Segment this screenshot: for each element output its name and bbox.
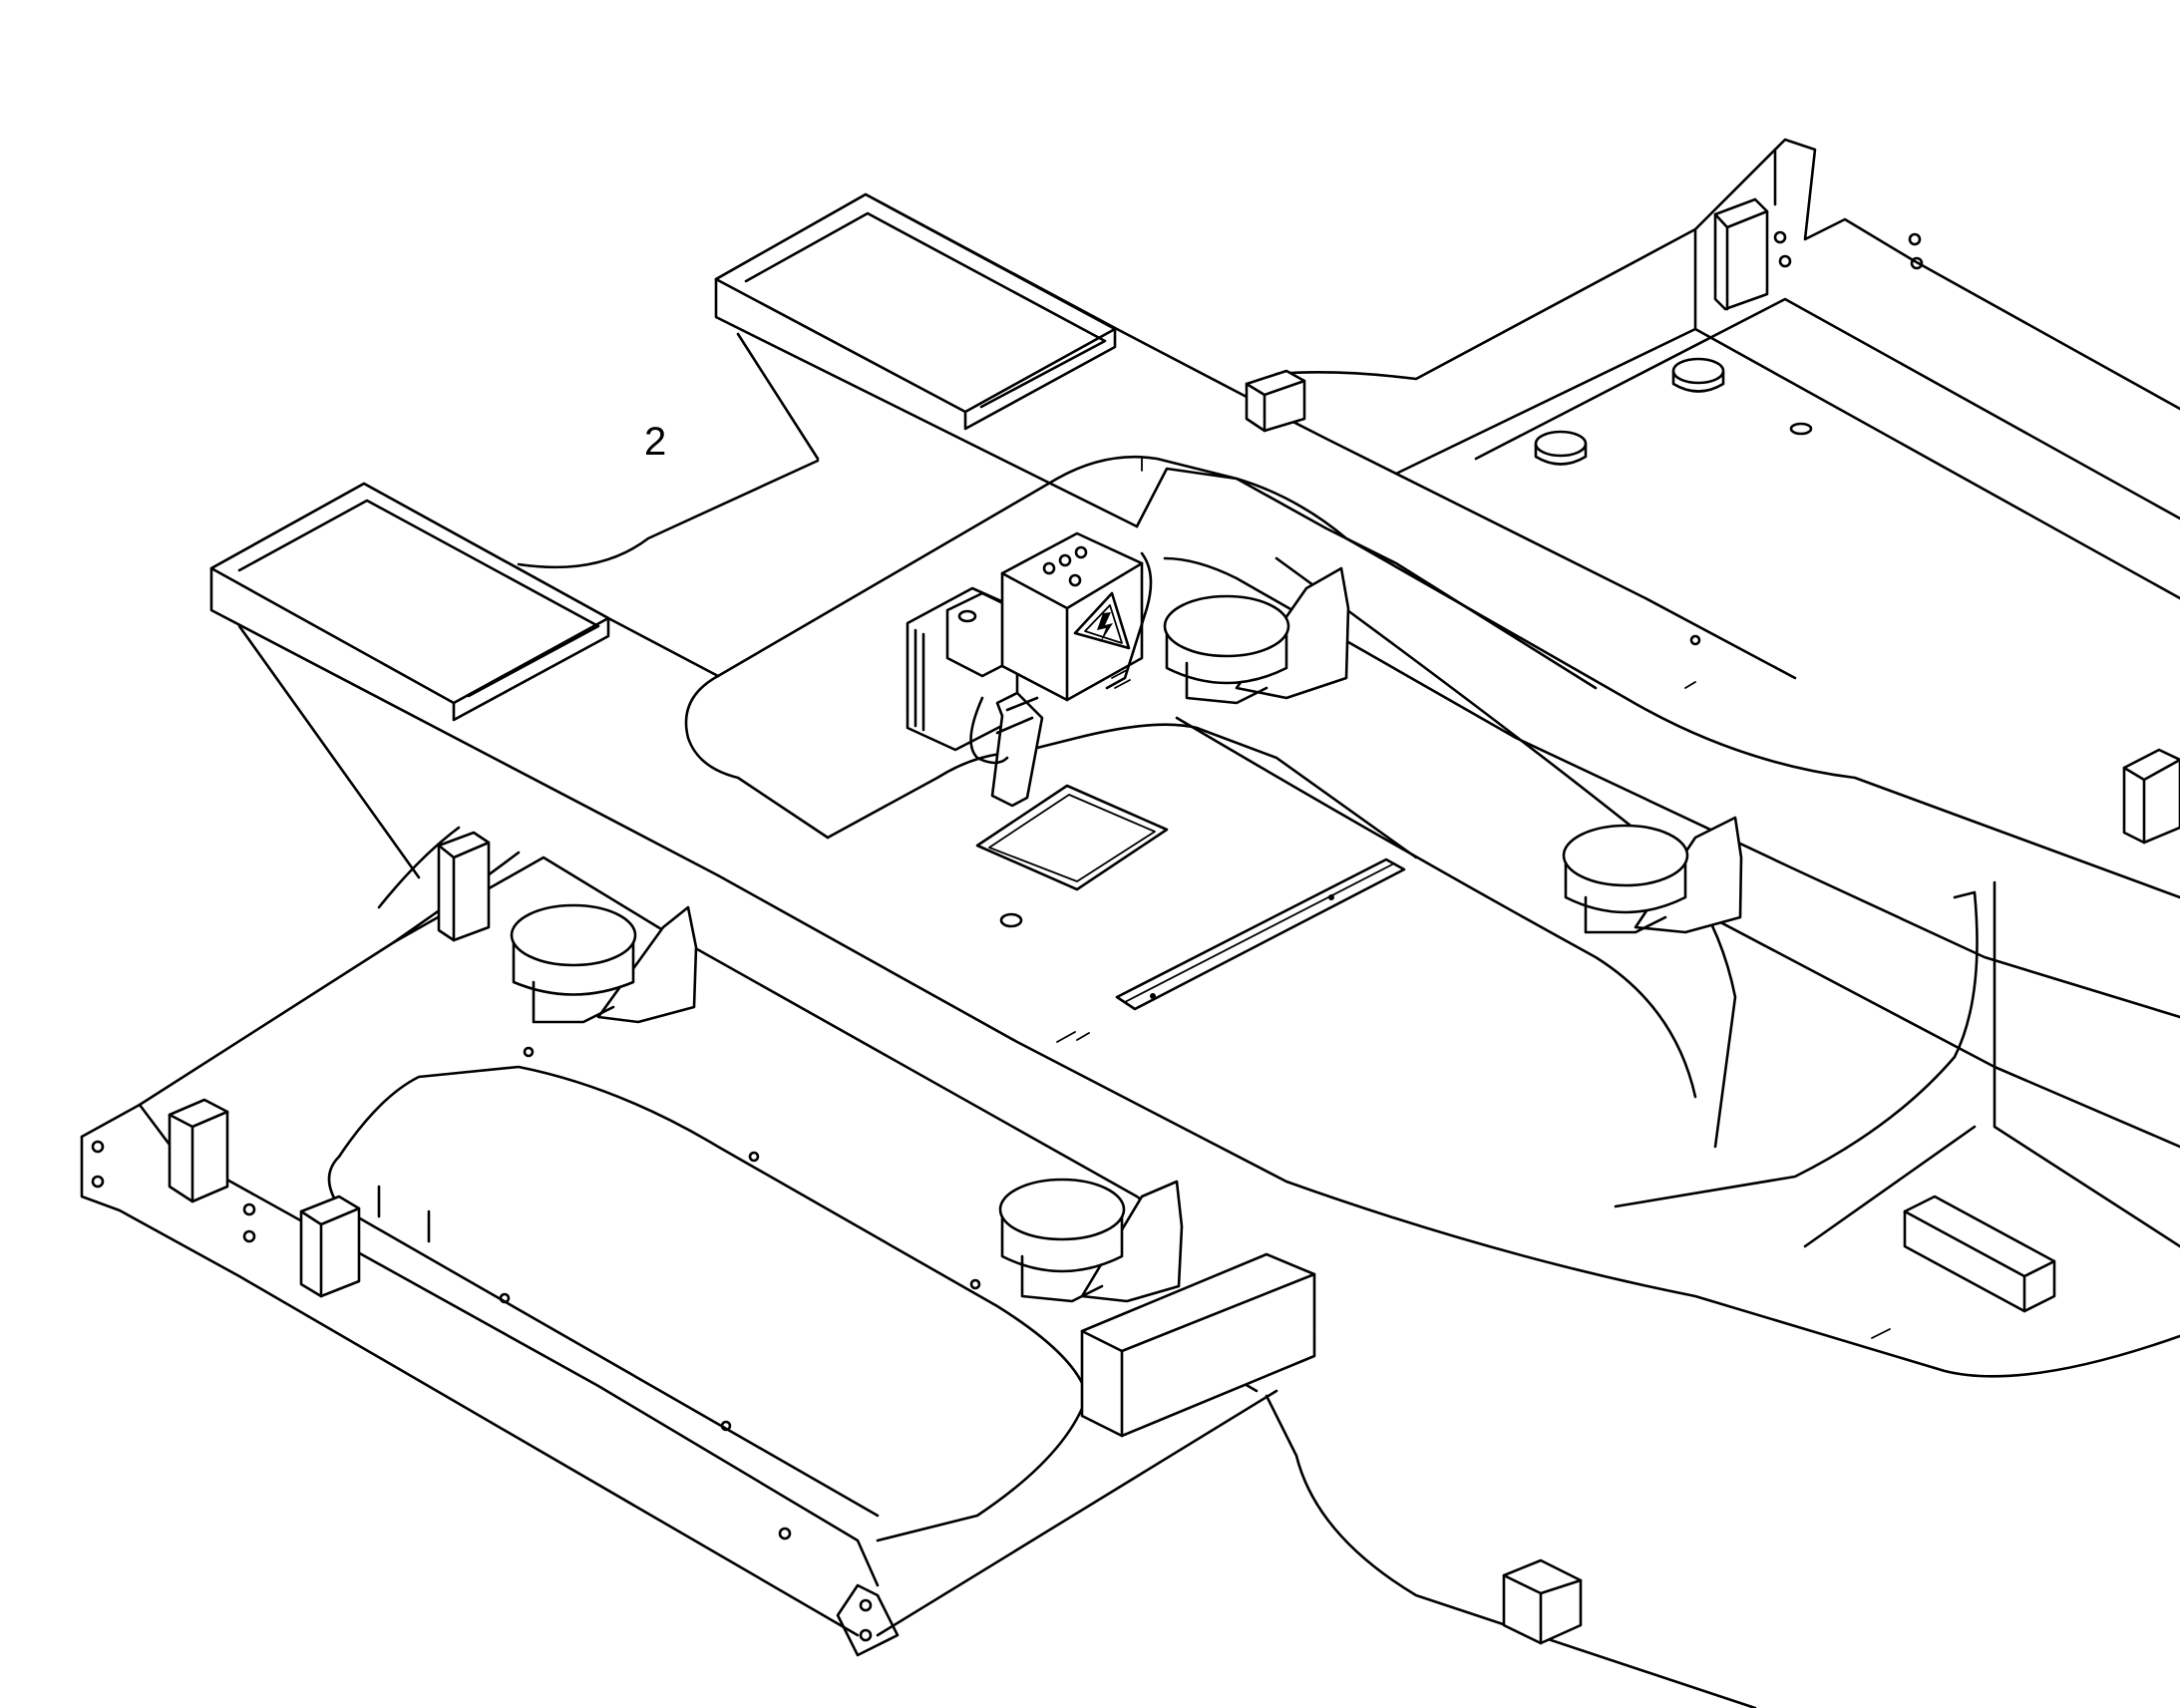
stop-block-7 <box>1502 1558 1583 1645</box>
stop-block-4 <box>168 1098 229 1203</box>
right-frame-rail <box>1163 138 2180 1248</box>
electrical-hazard-icon <box>1073 591 1131 650</box>
mounting-puck-1 <box>1671 357 1725 393</box>
stop-block-5 <box>299 1195 361 1298</box>
stop-block-1 <box>1713 197 1769 311</box>
stop-block-9 <box>1903 1195 2056 1313</box>
rubber-mount-2 <box>1562 816 1743 934</box>
frame-holes <box>91 230 1924 1642</box>
central-tray <box>684 467 1598 1011</box>
stop-block-6 <box>1080 1252 1316 1438</box>
rubber-mount-3 <box>510 903 698 1024</box>
beam-pad-left <box>209 482 610 722</box>
rubber-mount-1 <box>1163 566 1350 705</box>
rubber-mount-4 <box>998 1178 1184 1303</box>
stop-block-2 <box>1245 369 1306 433</box>
stop-block-3 <box>437 831 491 942</box>
callout-label: 2 <box>644 420 666 464</box>
tick-marks <box>1056 456 1891 1339</box>
stop-block-8 <box>2122 748 2180 845</box>
mounting-puck-2 <box>1534 430 1588 466</box>
electrical-control-box <box>906 531 1153 808</box>
beam-pad-right <box>714 192 1117 431</box>
front-cross-beam <box>209 192 2180 1378</box>
mounting-hole <box>1789 422 1813 436</box>
